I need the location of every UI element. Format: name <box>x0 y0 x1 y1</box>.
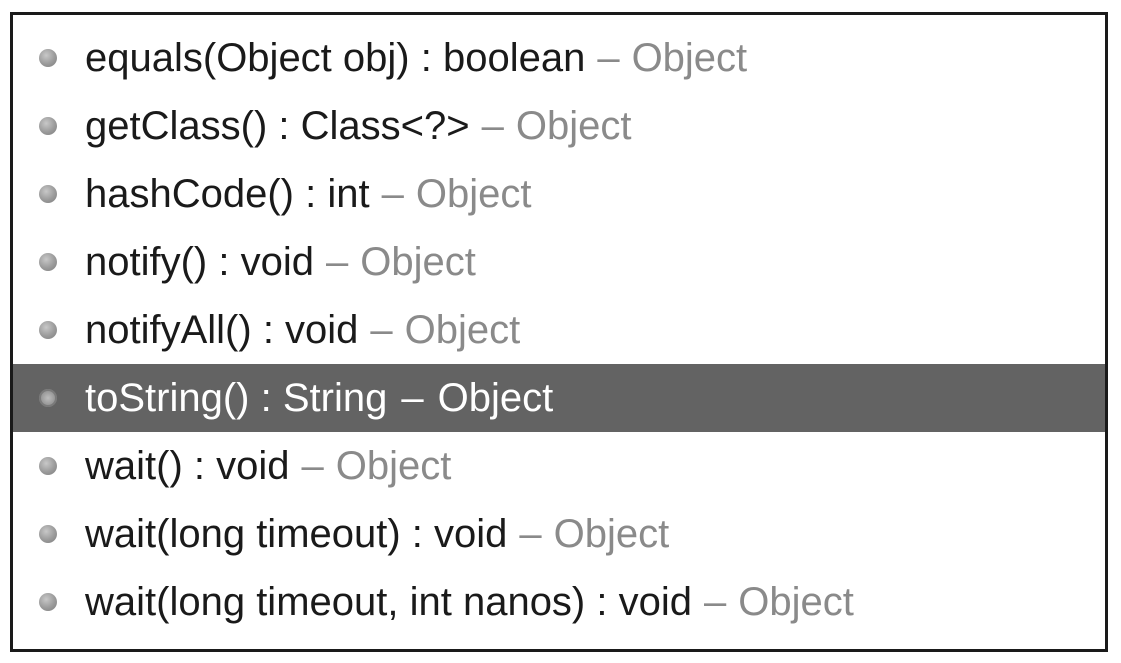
public-method-icon <box>39 117 57 135</box>
public-method-icon <box>39 457 57 475</box>
proposal-signature: notifyAll() : void <box>85 307 359 352</box>
proposal-separator: – <box>301 443 324 488</box>
proposal-list: equals(Object obj) : boolean – Object ge… <box>13 24 1105 636</box>
public-method-icon <box>39 49 57 67</box>
proposal-equals[interactable]: equals(Object obj) : boolean – Object <box>13 24 1105 92</box>
proposal-wait[interactable]: wait() : void – Object <box>13 432 1105 500</box>
public-method-icon <box>39 185 57 203</box>
proposal-separator: – <box>519 511 542 556</box>
proposal-getclass[interactable]: getClass() : Class<?> – Object <box>13 92 1105 160</box>
proposal-owner: Object <box>404 307 521 352</box>
proposal-separator: – <box>703 579 727 624</box>
public-method-icon <box>39 525 57 543</box>
proposal-tostring-selected[interactable]: toString() : String – Object <box>13 364 1105 432</box>
proposal-notify[interactable]: notify() : void – Object <box>13 228 1105 296</box>
proposal-signature: wait() : void <box>85 443 290 488</box>
public-method-icon <box>39 321 57 339</box>
proposal-signature: equals(Object obj) : boolean <box>85 35 586 80</box>
public-method-icon <box>39 593 57 611</box>
content-assist-popup: equals(Object obj) : boolean – Object ge… <box>10 12 1108 652</box>
proposal-signature: notify() : void <box>85 239 314 284</box>
proposal-owner: Object <box>738 579 854 624</box>
proposal-separator: – <box>481 103 504 148</box>
public-method-icon <box>39 389 57 407</box>
proposal-separator: – <box>597 35 620 80</box>
proposal-owner: Object <box>437 375 554 420</box>
proposal-separator: – <box>381 171 404 216</box>
proposal-owner: Object <box>335 443 452 488</box>
proposal-separator: – <box>401 375 424 420</box>
proposal-signature: hashCode() : int <box>85 171 370 216</box>
proposal-signature: wait(long timeout, int nanos) : void <box>85 579 692 624</box>
proposal-wait-timeout-nanos[interactable]: wait(long timeout, int nanos) : void – O… <box>13 568 1105 636</box>
proposal-signature: getClass() : Class<?> <box>85 103 470 148</box>
proposal-separator: – <box>325 239 349 284</box>
proposal-separator: – <box>370 307 393 352</box>
proposal-signature: wait(long timeout) : void <box>85 511 508 556</box>
proposal-owner: Object <box>360 239 476 284</box>
proposal-hashcode[interactable]: hashCode() : int – Object <box>13 160 1105 228</box>
proposal-wait-timeout[interactable]: wait(long timeout) : void – Object <box>13 500 1105 568</box>
proposal-owner: Object <box>553 511 670 556</box>
proposal-owner: Object <box>515 103 632 148</box>
proposal-owner: Object <box>415 171 532 216</box>
proposal-notifyall[interactable]: notifyAll() : void – Object <box>13 296 1105 364</box>
proposal-signature: toString() : String <box>85 375 388 420</box>
public-method-icon <box>39 253 57 271</box>
proposal-owner: Object <box>631 35 748 80</box>
